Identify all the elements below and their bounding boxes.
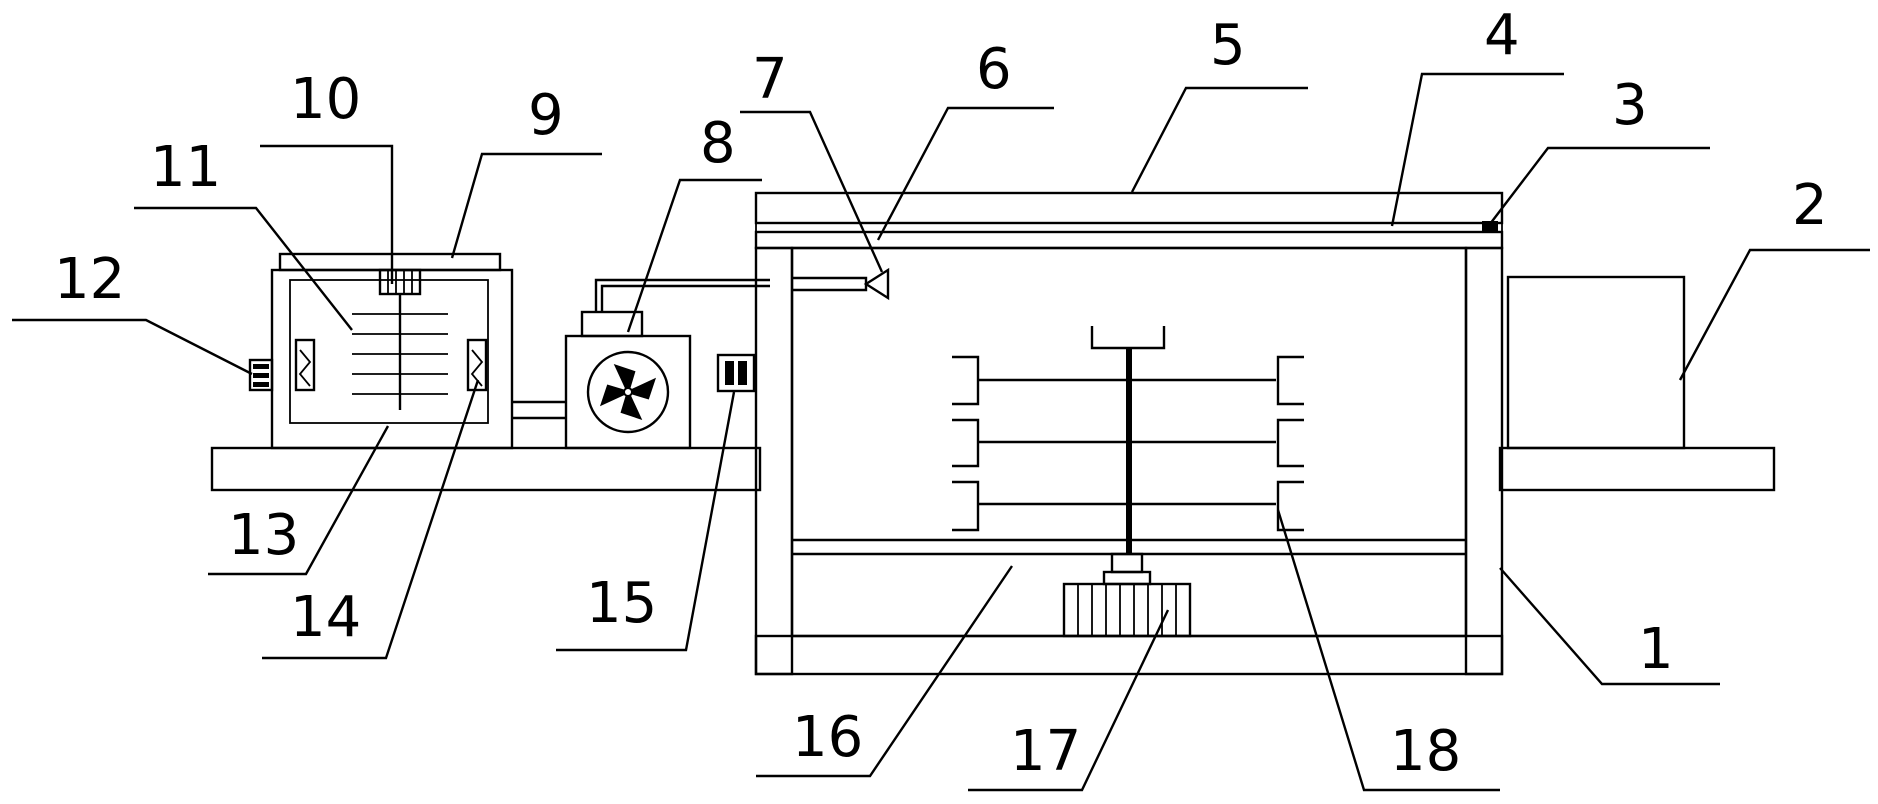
fan-unit bbox=[564, 310, 692, 450]
label-7: 7 bbox=[752, 47, 788, 112]
hatched-block bbox=[1506, 275, 1686, 450]
label-2: 2 bbox=[1792, 173, 1828, 238]
label-5: 5 bbox=[1210, 13, 1246, 78]
label-8: 8 bbox=[700, 111, 736, 176]
heating-tubes bbox=[294, 338, 488, 392]
tank-motor bbox=[378, 268, 422, 296]
part-numbers: 1 2 3 4 5 6 7 8 9 10 11 12 13 14 15 16 1… bbox=[54, 3, 1828, 784]
leader-lines bbox=[12, 72, 1870, 792]
label-10: 10 bbox=[290, 67, 361, 132]
label-1: 1 bbox=[1638, 617, 1674, 682]
base-plate bbox=[210, 446, 1776, 492]
label-18: 18 bbox=[1390, 719, 1461, 784]
label-3: 3 bbox=[1612, 73, 1648, 138]
label-6: 6 bbox=[976, 37, 1012, 102]
label-9: 9 bbox=[528, 83, 564, 148]
label-17: 17 bbox=[1010, 719, 1081, 784]
label-12: 12 bbox=[54, 247, 125, 312]
spray-nozzle bbox=[594, 267, 890, 312]
label-4: 4 bbox=[1484, 3, 1520, 68]
stirring-rod bbox=[352, 294, 448, 410]
label-13: 13 bbox=[228, 503, 299, 568]
label-11: 11 bbox=[150, 135, 221, 200]
control-panel bbox=[716, 353, 756, 393]
bottom-motor bbox=[1062, 552, 1192, 638]
label-15: 15 bbox=[586, 571, 657, 636]
label-16: 16 bbox=[792, 705, 863, 770]
rotating-shaft bbox=[952, 326, 1304, 554]
label-14: 14 bbox=[290, 585, 361, 650]
connecting-pipe bbox=[512, 400, 566, 420]
